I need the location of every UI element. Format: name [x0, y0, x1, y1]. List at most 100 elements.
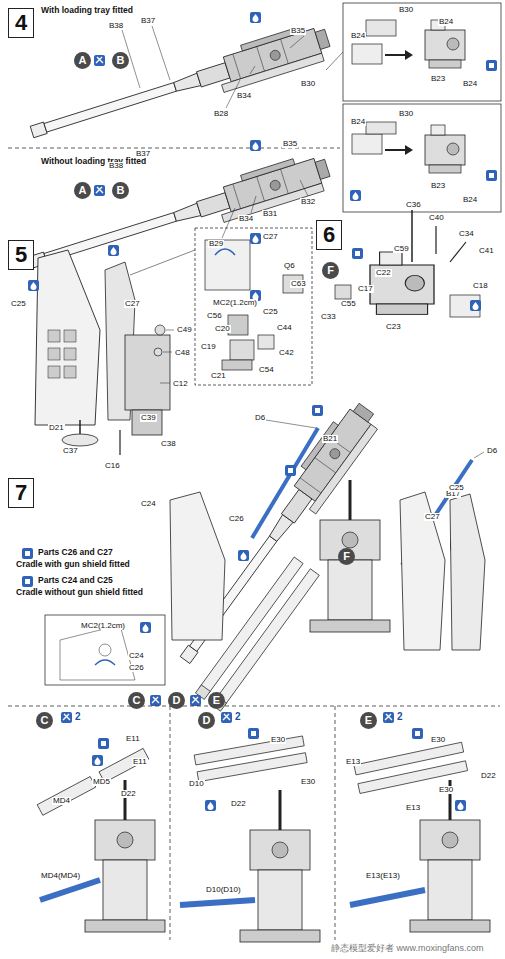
part-number: MD4	[52, 797, 71, 805]
part-number: C24	[140, 500, 157, 508]
part-number: MC2(1.2cm)	[212, 299, 258, 307]
part-number: C27	[124, 300, 141, 308]
part-number: B34	[238, 215, 254, 223]
letter-circle: E	[360, 712, 377, 729]
sub-assembly-letter: B	[117, 52, 125, 69]
part-number: B24	[462, 80, 478, 88]
sub-assembly-letter: F	[327, 262, 334, 279]
note-text: With loading tray fitted	[40, 6, 134, 15]
part-number: MC2(1.2cm)	[80, 622, 126, 630]
part-number: C48	[174, 349, 191, 357]
part-number: C55	[340, 300, 357, 308]
step-number: 6	[323, 224, 335, 246]
part-number: B35	[282, 140, 298, 148]
part-number: B32	[300, 198, 316, 206]
part-number: B24	[350, 32, 366, 40]
part-number: E30	[430, 736, 446, 744]
step-number-box: 7	[8, 478, 34, 508]
part-number: C33	[320, 313, 337, 321]
part-number: B34	[236, 92, 252, 100]
part-number: C54	[258, 366, 275, 374]
part-number: MD5	[92, 778, 111, 786]
part-number: C34	[458, 230, 475, 238]
part-number: B28	[213, 110, 229, 118]
part-number: C25	[10, 300, 27, 308]
part-number: D21	[48, 424, 65, 432]
part-number: C59	[393, 245, 410, 253]
part-number: C23	[385, 323, 402, 331]
part-number: E11	[125, 735, 141, 743]
step-number-box: 4	[8, 8, 34, 38]
sub-assembly-letter: D	[173, 692, 181, 709]
part-number: B23	[430, 75, 446, 83]
sub-assembly-letter: E	[213, 692, 220, 709]
step-number-box: 6	[316, 220, 342, 250]
note-text: Parts C26 and C27	[37, 548, 114, 557]
sub-assembly-letter: A	[79, 52, 87, 69]
part-number: E13	[345, 758, 361, 766]
part-number: E13	[405, 804, 421, 812]
part-number: C26	[128, 664, 145, 672]
part-number: D10(D10)	[205, 886, 242, 894]
letter-circle: F	[322, 262, 339, 279]
part-number: B30	[398, 110, 414, 118]
part-number: C38	[160, 440, 177, 448]
part-number: B21	[322, 435, 338, 443]
part-number: C56	[206, 312, 223, 320]
letter-circle: D	[168, 692, 185, 709]
part-number: C24	[128, 652, 145, 660]
part-number: C27	[424, 513, 441, 521]
note-text: Without loading tray fitted	[40, 157, 147, 166]
letter-circle: E	[208, 692, 225, 709]
part-number: B38	[108, 22, 124, 30]
step-number: 4	[15, 12, 27, 34]
part-number: C17	[357, 285, 374, 293]
letter-circle: C	[36, 712, 53, 729]
note-text: Parts C24 and C25	[37, 576, 114, 585]
step-number: 5	[15, 244, 27, 266]
part-number: D22	[480, 772, 497, 780]
part-number: C26	[228, 515, 245, 523]
part-number: B35	[290, 27, 306, 35]
part-number: C22	[375, 269, 392, 277]
quantity-badge: 2	[234, 712, 242, 722]
part-number: C20	[214, 325, 231, 333]
quantity-badge: 2	[396, 712, 404, 722]
part-number: D22	[120, 790, 137, 798]
part-number: C63	[290, 280, 307, 288]
part-number: C27	[262, 233, 279, 241]
part-number: B37	[135, 150, 151, 158]
part-number: C36	[405, 201, 422, 209]
part-number: C25	[262, 308, 279, 316]
letter-circle: B	[112, 52, 129, 69]
letter-circle: D	[198, 712, 215, 729]
sub-assembly-letter: E	[365, 712, 372, 729]
step-number-box: 5	[8, 240, 34, 270]
part-number: C21	[210, 372, 227, 380]
part-number: B24	[462, 196, 478, 204]
note-text: Cradle with gun shield fitted	[15, 560, 131, 569]
part-number: C40	[428, 214, 445, 222]
part-number: B37	[140, 17, 156, 25]
letter-circle: A	[74, 52, 91, 69]
part-number: C18	[472, 282, 489, 290]
letter-circle: B	[112, 182, 129, 199]
part-number: C39	[140, 414, 157, 422]
part-number: B23	[430, 182, 446, 190]
watermark: 静态模型爱好者 www.moxingfans.com	[330, 944, 485, 953]
part-number: B30	[300, 80, 316, 88]
part-number: D22	[230, 800, 247, 808]
part-number: B30	[398, 6, 414, 14]
sub-assembly-letter: F	[343, 548, 350, 565]
sub-assembly-letter: C	[41, 712, 49, 729]
note-text: Cradle without gun shield fitted	[15, 588, 144, 597]
part-number: B24	[350, 118, 366, 126]
sub-assembly-letter: A	[79, 182, 87, 199]
letter-circle: C	[128, 692, 145, 709]
part-number: C49	[176, 326, 193, 334]
part-number: C12	[172, 380, 189, 388]
part-number: E11	[132, 758, 148, 766]
part-number: Q6	[283, 262, 296, 270]
quantity-badge: 2	[74, 712, 82, 722]
part-number: D6	[254, 414, 266, 422]
